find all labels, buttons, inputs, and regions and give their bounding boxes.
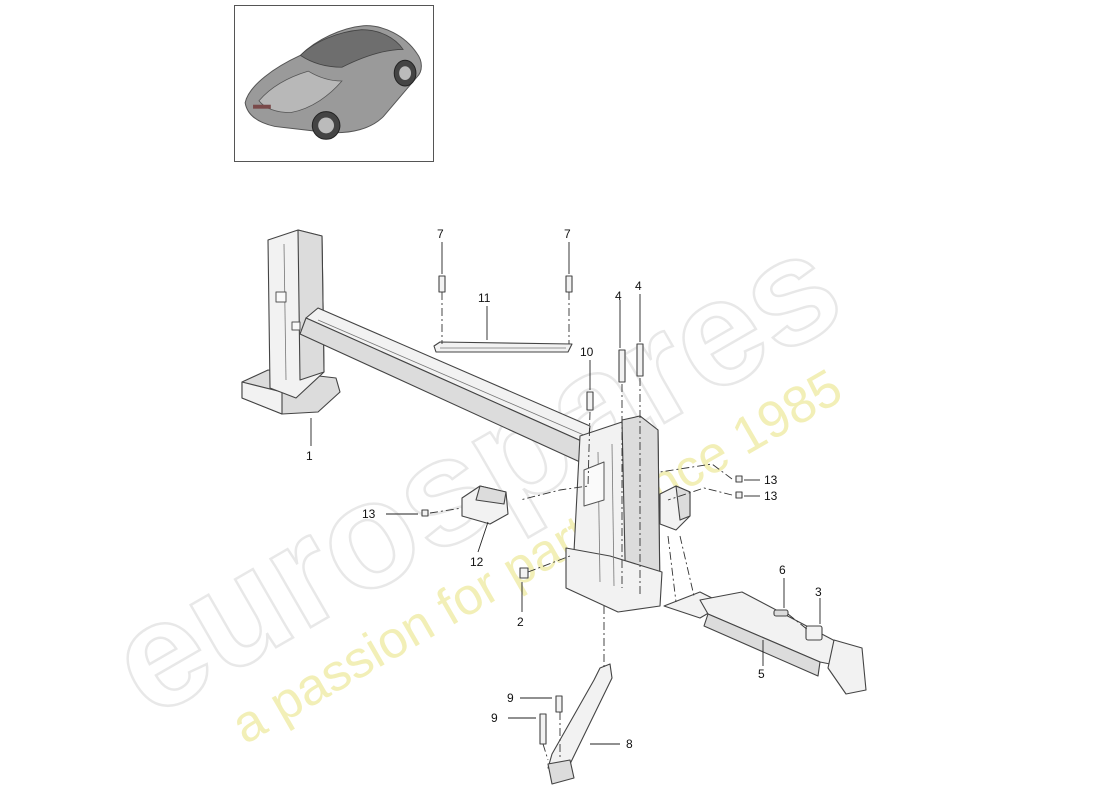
callout-7a: 7 <box>437 227 444 241</box>
part-5-bar <box>663 591 867 695</box>
callout-5: 5 <box>758 667 765 681</box>
watermark-brand: eurospares <box>82 198 866 748</box>
part-1-cross-member <box>241 229 591 463</box>
callout-11: 11 <box>478 291 491 305</box>
car-illustration <box>244 25 422 140</box>
part-12-block <box>461 485 509 525</box>
callout-13b: 13 <box>764 489 778 503</box>
assembly-lines <box>429 292 809 761</box>
callout-4a: 4 <box>615 289 622 303</box>
callout-13a: 13 <box>764 473 778 487</box>
callout-9a: 9 <box>507 691 514 705</box>
part-8-strut <box>547 663 613 785</box>
watermark: eurospares a passion for parts since 198… <box>81 197 868 756</box>
bolts <box>421 275 743 745</box>
part-11-strip <box>433 341 573 353</box>
vehicle-thumbnail <box>234 5 434 162</box>
callout-8: 8 <box>626 737 633 751</box>
side-mount <box>659 485 691 531</box>
callout-3: 3 <box>815 585 822 599</box>
callout-6: 6 <box>779 563 786 577</box>
leader-lines <box>310 242 821 745</box>
part-3-6 <box>773 609 823 641</box>
callouts: 1 2 3 4 4 5 6 7 7 8 9 9 10 11 12 13 13 1… <box>306 227 822 751</box>
center-bracket <box>565 415 663 613</box>
callout-2: 2 <box>517 615 524 629</box>
callout-9b: 9 <box>491 711 498 725</box>
callout-1: 1 <box>306 449 313 463</box>
callout-7b: 7 <box>564 227 571 241</box>
callout-13c: 13 <box>362 507 376 521</box>
callout-10: 10 <box>580 345 594 359</box>
callout-4b: 4 <box>635 279 642 293</box>
callout-12: 12 <box>470 555 484 569</box>
